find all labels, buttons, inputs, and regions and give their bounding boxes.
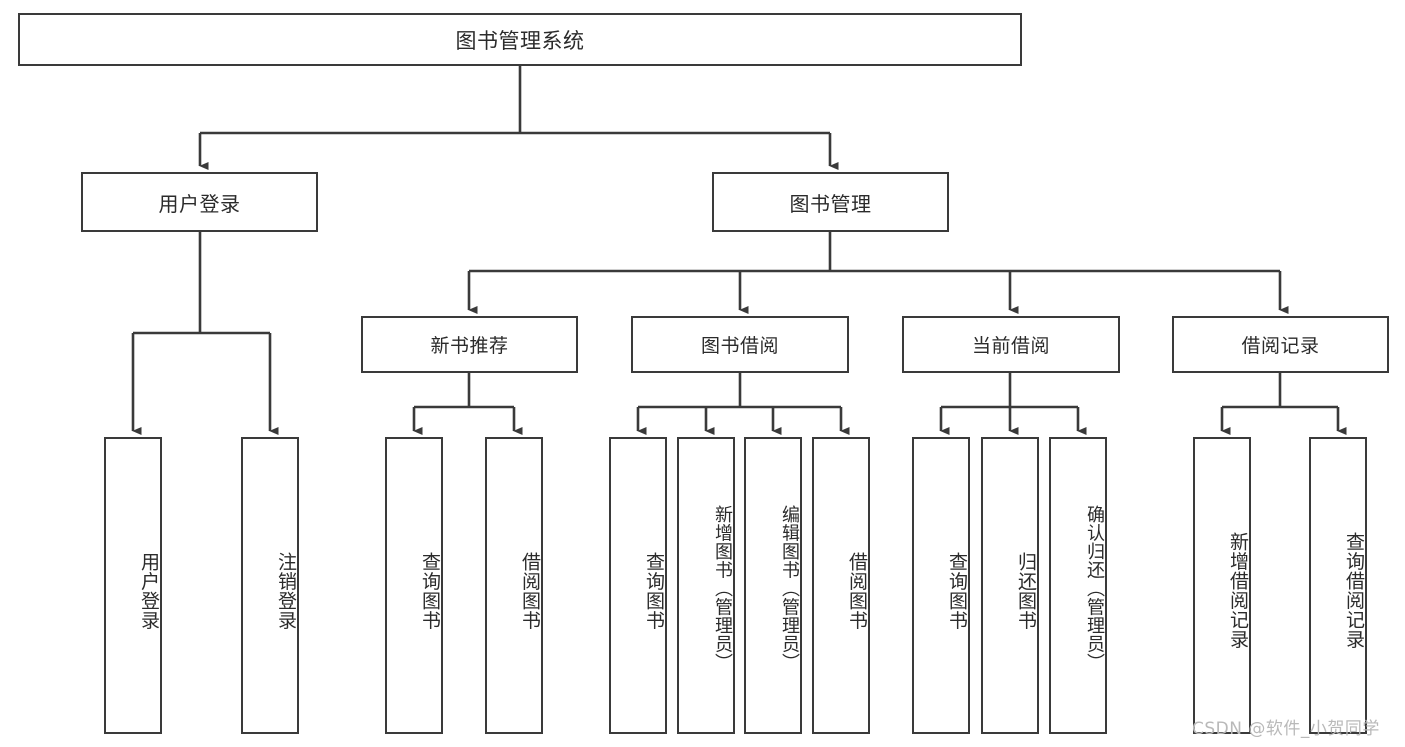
node-book-management[interactable]: 图书管理	[712, 172, 949, 232]
leaf-current-borrow-query-book[interactable]: 查询图书	[912, 437, 970, 734]
leaf-book-borrow-query-book[interactable]: 查询图书	[609, 437, 667, 734]
node-label: 图书管理	[789, 191, 872, 216]
node-label: 确认归还（管理员）	[1084, 505, 1105, 672]
node-label: 新增图书（管理员）	[712, 505, 733, 672]
leaf-borrow-records-add-record[interactable]: 新增借阅记录	[1193, 437, 1251, 734]
node-user-login[interactable]: 用户登录	[81, 172, 318, 232]
node-label: 查询图书	[419, 551, 441, 630]
leaf-user-login-login[interactable]: 用户登录	[104, 437, 162, 734]
node-label: 归还图书	[1015, 551, 1037, 630]
node-label: 新增借阅记录	[1227, 532, 1249, 649]
node-label: 新书推荐	[430, 335, 509, 357]
node-label: 图书管理系统	[455, 28, 585, 53]
node-book-borrow[interactable]: 图书借阅	[631, 316, 849, 373]
node-root-library-system[interactable]: 图书管理系统	[18, 13, 1022, 66]
leaf-new-book-query-book[interactable]: 查询图书	[385, 437, 443, 734]
leaf-user-login-logout[interactable]: 注销登录	[241, 437, 299, 734]
node-label: 注销登录	[275, 551, 297, 630]
leaf-book-borrow-borrow-book[interactable]: 借阅图书	[812, 437, 870, 734]
node-label: 借阅图书	[519, 551, 541, 630]
watermark-csdn: CSDN @软件_小贺同学	[1192, 719, 1380, 739]
node-label: 查询图书	[643, 551, 665, 630]
node-label: 编辑图书（管理员）	[779, 505, 800, 672]
leaf-new-book-borrow-book[interactable]: 借阅图书	[485, 437, 543, 734]
node-label: 当前借阅	[971, 335, 1050, 357]
leaf-book-borrow-add-book-admin[interactable]: 新增图书（管理员）	[677, 437, 735, 734]
node-label: 用户登录	[158, 191, 241, 216]
leaf-current-borrow-confirm-return-admin[interactable]: 确认归还（管理员）	[1049, 437, 1107, 734]
node-borrow-records[interactable]: 借阅记录	[1172, 316, 1389, 373]
node-label: 图书借阅	[700, 335, 779, 357]
node-label: 查询图书	[946, 551, 968, 630]
leaf-current-borrow-return-book[interactable]: 归还图书	[981, 437, 1039, 734]
leaf-book-borrow-edit-book-admin[interactable]: 编辑图书（管理员）	[744, 437, 802, 734]
node-label: 用户登录	[138, 551, 160, 630]
node-label: 借阅记录	[1241, 335, 1320, 357]
node-label: 借阅图书	[846, 551, 868, 630]
node-new-book-recommend[interactable]: 新书推荐	[361, 316, 578, 373]
node-label: 查询借阅记录	[1343, 532, 1365, 649]
node-current-borrow[interactable]: 当前借阅	[902, 316, 1120, 373]
leaf-borrow-records-query-record[interactable]: 查询借阅记录	[1309, 437, 1367, 734]
